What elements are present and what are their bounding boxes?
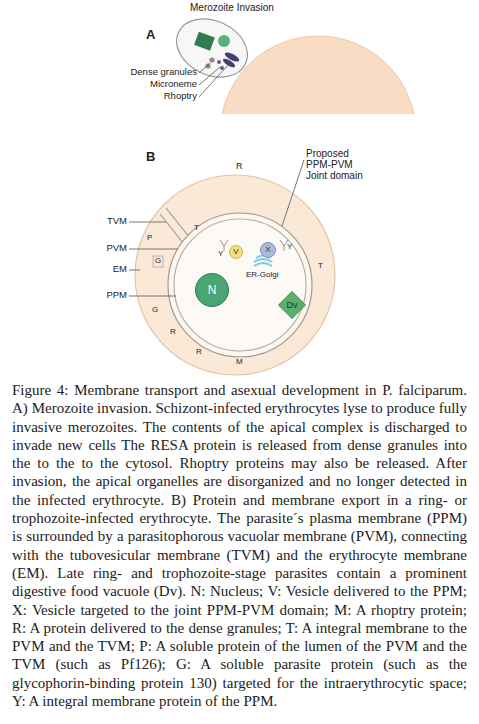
erythrocyte-shape bbox=[135, 175, 335, 375]
part-label: Dense granules bbox=[130, 67, 197, 77]
protein-letter: M bbox=[236, 358, 243, 367]
part-label: Rhoptry bbox=[164, 91, 197, 101]
organelle-circle bbox=[218, 35, 230, 47]
microneme-dot bbox=[220, 66, 224, 70]
protein-box bbox=[153, 256, 163, 267]
leader-line bbox=[282, 160, 304, 226]
erythrocyte-shape bbox=[220, 36, 416, 114]
golgi-symbol bbox=[254, 263, 272, 266]
protein-letter: G bbox=[155, 257, 161, 266]
nucleus-circle: N bbox=[195, 273, 229, 307]
node-label: V bbox=[229, 245, 243, 259]
protein-letter: T bbox=[318, 262, 323, 271]
circle-shape bbox=[261, 243, 276, 258]
leader-line bbox=[199, 64, 229, 97]
protein-letter: P bbox=[147, 234, 152, 243]
leader-line bbox=[199, 67, 220, 85]
circle-shape bbox=[196, 274, 229, 307]
node-label: N bbox=[195, 273, 229, 307]
protein-letter: R bbox=[196, 348, 202, 357]
protein-letter: Y bbox=[218, 250, 223, 259]
vesicle-circle: V bbox=[229, 245, 243, 259]
figure-caption: Figure 4: Membrane transport and asexual… bbox=[12, 381, 467, 710]
diamond-shape bbox=[279, 292, 306, 319]
membrane-label: PVM bbox=[106, 243, 127, 253]
ppm-membrane bbox=[174, 219, 306, 351]
tvm-tube bbox=[166, 208, 190, 238]
leader-line bbox=[129, 222, 166, 223]
microneme-dot bbox=[217, 60, 221, 64]
node-label: X bbox=[260, 242, 276, 258]
dense-granule-dot bbox=[209, 57, 214, 62]
protein-letter: G bbox=[152, 306, 158, 315]
golgi-symbol bbox=[254, 259, 272, 262]
part-label: Microneme bbox=[150, 79, 197, 89]
membrane-label: PPM bbox=[106, 290, 127, 300]
circle-shape bbox=[230, 246, 243, 259]
tvm-tube bbox=[160, 214, 184, 244]
protein-mark bbox=[280, 240, 288, 251]
protein-letter: Y bbox=[287, 243, 292, 252]
vesicle-circle: X bbox=[260, 242, 276, 258]
part-label: Proposed PPM-PVM Joint domain bbox=[306, 148, 372, 181]
protein-letter: R bbox=[170, 328, 176, 337]
membrane-label: TVM bbox=[107, 216, 127, 226]
panel-heading: Merozoite Invasion bbox=[190, 2, 274, 13]
leader-line bbox=[199, 63, 210, 73]
nucleus-square bbox=[194, 32, 215, 51]
rhoptry-shape bbox=[222, 57, 237, 69]
pvm-membrane bbox=[168, 213, 312, 357]
membrane-label: EM bbox=[113, 264, 127, 274]
panel-letter: B bbox=[146, 150, 155, 164]
vacuole-diamond: Dv bbox=[278, 291, 306, 319]
protein-letter: T bbox=[194, 224, 199, 233]
protein-letter: R bbox=[236, 162, 243, 172]
organelle-label: ER-Golgi bbox=[246, 271, 278, 280]
leader-line bbox=[129, 296, 176, 297]
leader-line bbox=[129, 249, 178, 250]
node-label: Dv bbox=[278, 291, 306, 319]
panel-letter: A bbox=[146, 28, 155, 42]
leader-line bbox=[129, 270, 140, 271]
